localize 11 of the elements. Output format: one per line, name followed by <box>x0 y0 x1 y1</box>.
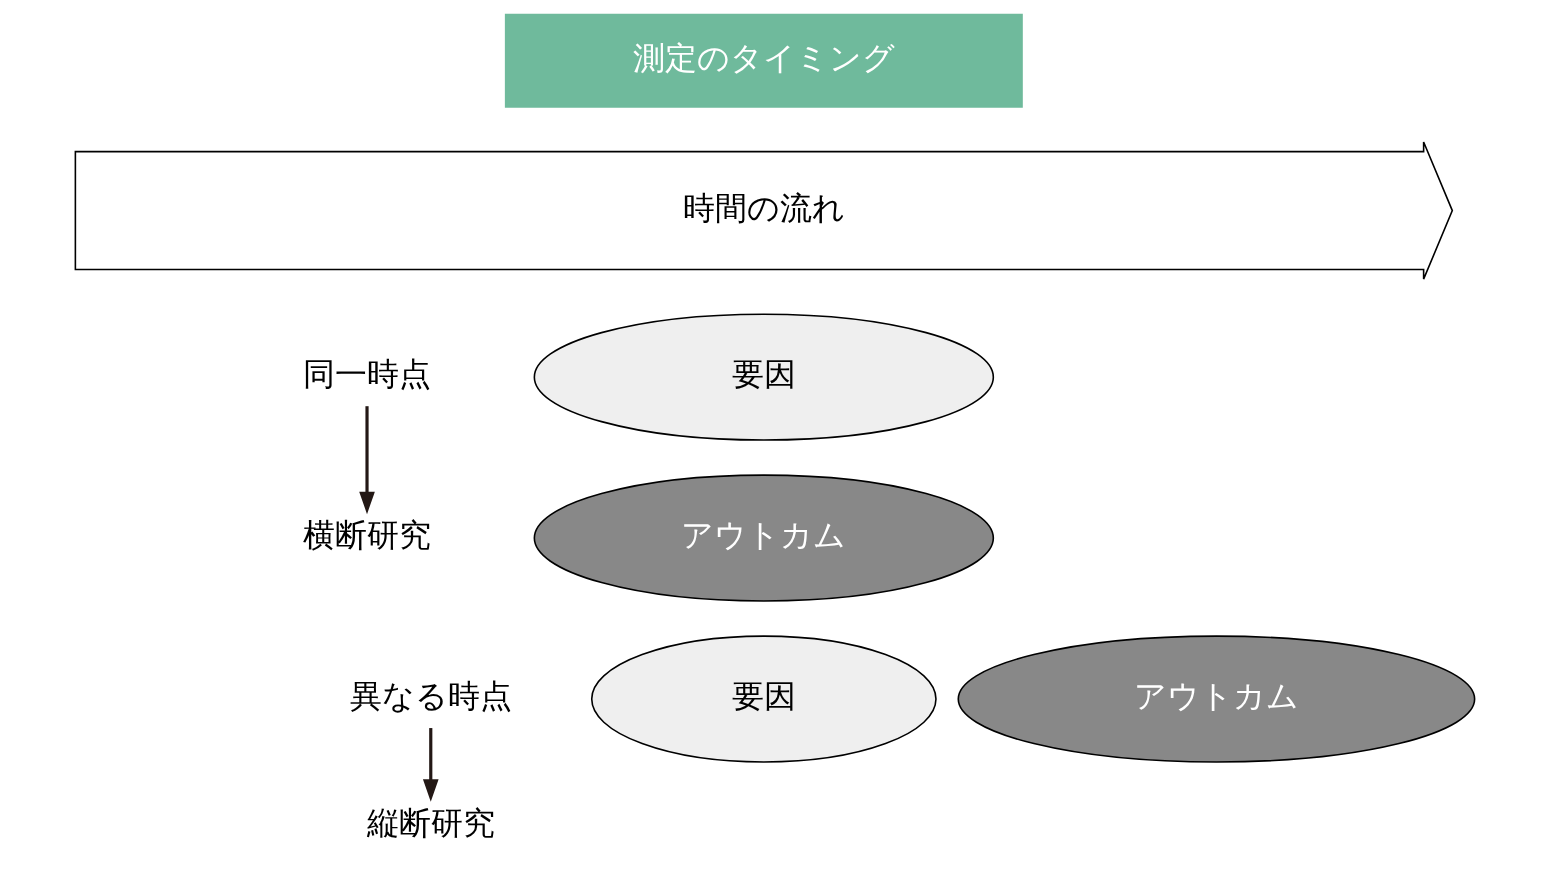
node-ellipse: 要因 <box>590 635 937 763</box>
node-ellipse: アウトカム <box>533 474 994 602</box>
node-box: 測定のタイミング <box>504 13 1023 108</box>
node-text: 異なる時点 <box>349 677 512 716</box>
node-ellipse: アウトカム <box>956 635 1475 763</box>
node-ellipse: 要因 <box>533 313 994 441</box>
node-text: 同一時点 <box>302 355 431 394</box>
node-text: 縦断研究 <box>366 803 495 842</box>
arrow <box>422 728 439 802</box>
arrow <box>358 406 375 515</box>
node-text: 横断研究 <box>302 516 431 555</box>
